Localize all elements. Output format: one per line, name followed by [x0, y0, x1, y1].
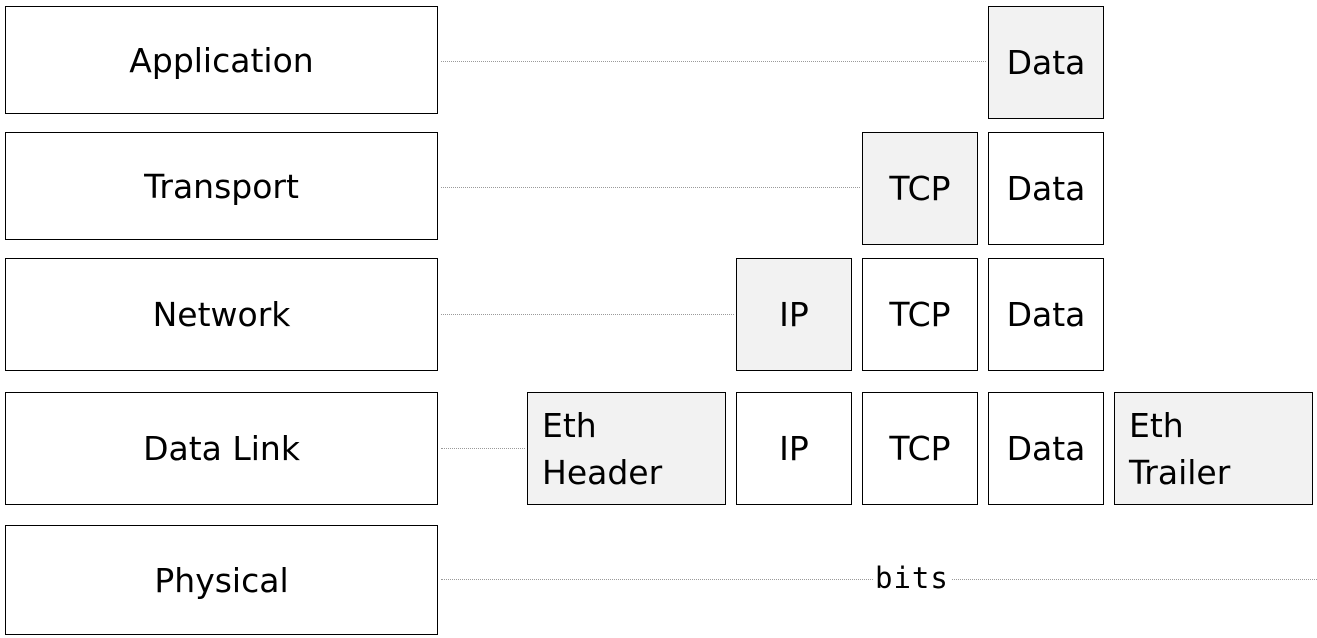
leader-line-data-link — [441, 448, 525, 449]
pdu-data-transport: Data — [988, 132, 1104, 245]
pdu-ip-network: IP — [736, 258, 852, 371]
layer-physical: Physical — [5, 525, 438, 635]
pdu-data-application: Data — [988, 6, 1104, 119]
pdu-eth-header: Eth Header — [527, 392, 726, 505]
layer-application: Application — [5, 6, 438, 114]
pdu-bits: bits — [873, 561, 951, 595]
leader-line-network — [441, 314, 734, 315]
pdu-eth-trailer: Eth Trailer — [1114, 392, 1313, 505]
layer-transport: Transport — [5, 132, 438, 240]
pdu-tcp-network: TCP — [862, 258, 978, 371]
leader-line-application — [441, 61, 986, 62]
pdu-data-data-link: Data — [988, 392, 1104, 505]
pdu-data-network: Data — [988, 258, 1104, 371]
layer-data-link: Data Link — [5, 392, 438, 505]
leader-line-transport — [441, 187, 860, 188]
pdu-tcp-transport: TCP — [862, 132, 978, 245]
layer-network: Network — [5, 258, 438, 371]
pdu-ip-data-link: IP — [736, 392, 852, 505]
pdu-tcp-data-link: TCP — [862, 392, 978, 505]
